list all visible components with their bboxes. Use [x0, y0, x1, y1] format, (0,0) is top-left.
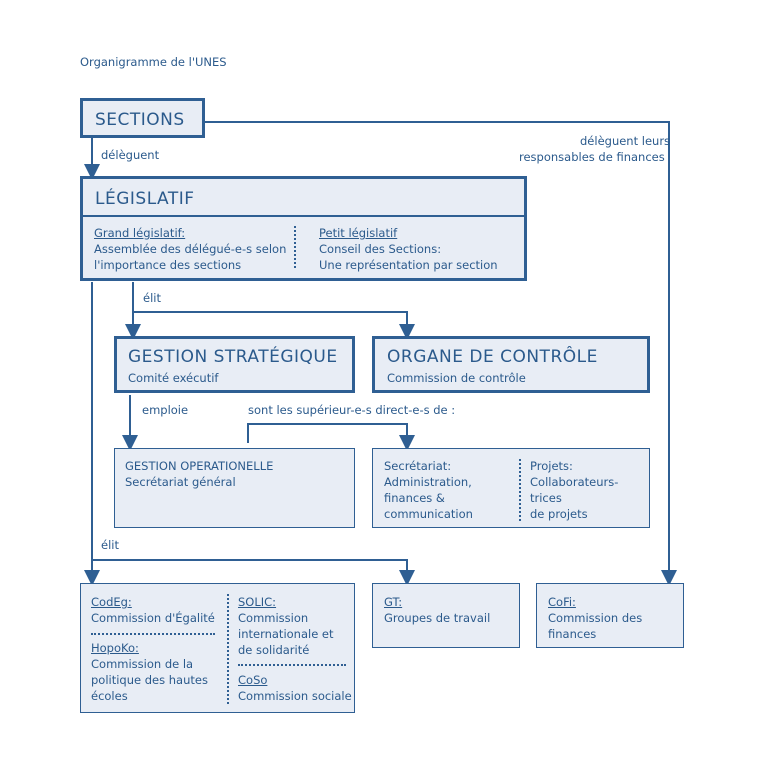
gestion-operationelle-box: GESTION OPERATIONELLE Secrétariat généra…	[114, 448, 355, 528]
organe-controle-title: ORGANE DE CONTRÔLE	[387, 347, 598, 367]
label-elit-1: élit	[143, 291, 161, 305]
organe-controle-box: ORGANE DE CONTRÔLE Commission de contrôl…	[372, 336, 650, 393]
secretariat-line2: finances &	[384, 491, 445, 505]
codeg-dotted-separator	[91, 633, 215, 635]
coso-title: CoSo	[238, 673, 268, 687]
hopoko-title: HopoKo:	[91, 641, 139, 655]
projets-title: Projets:	[530, 459, 573, 473]
solic-line1: Commission	[238, 611, 309, 625]
hopoko-line2: politique des hautes	[91, 673, 208, 687]
secretariat-line3: communication	[384, 507, 473, 521]
gt-line1: Groupes de travail	[384, 611, 491, 625]
cofi-line2: finances	[548, 627, 597, 641]
grand-legislatif-title: Grand législatif:	[94, 226, 186, 240]
gestion-operationelle-title: GESTION OPERATIONELLE	[125, 459, 274, 473]
organe-controle-subtitle: Commission de contrôle	[387, 371, 526, 385]
hopoko-line1: Commission de la	[91, 657, 194, 671]
gestion-strategique-box: GESTION STRATÉGIQUE Comité exécutif	[114, 336, 355, 393]
label-deleguent-finances-1: délèguent leurs	[580, 134, 671, 148]
gt-title: GT:	[384, 595, 403, 609]
secretariat-box: Secrétariat: Administration, finances & …	[372, 448, 650, 528]
label-deleguent-finances-2: responsables de finances	[519, 150, 665, 164]
gt-box: GT: Groupes de travail	[372, 583, 520, 648]
secretariat-dotted-separator	[519, 459, 521, 521]
gestion-strategique-title: GESTION STRATÉGIQUE	[128, 347, 338, 367]
hopoko-line3: écoles	[91, 689, 128, 703]
petit-legislatif-title: Petit législatif	[319, 226, 398, 240]
legislatif-divider	[83, 215, 524, 217]
legislatif-title: LÉGISLATIF	[95, 189, 195, 209]
grand-legislatif-line2: l'importance des sections	[94, 258, 242, 272]
grand-legislatif-line1: Assemblée des délégué-e-s selon	[94, 242, 287, 256]
cofi-line1: Commission des	[548, 611, 643, 625]
petit-legislatif-line1: Conseil des Sections:	[319, 242, 442, 256]
solic-line2: internationale et	[238, 627, 334, 641]
solic-title: SOLIC:	[238, 595, 277, 609]
commissions-dotted-separator	[227, 594, 229, 704]
secretariat-line1: Administration,	[384, 475, 472, 489]
sections-box: SECTIONS	[80, 98, 205, 138]
label-emploie: emploie	[142, 403, 189, 417]
codeg-title: CodEg:	[91, 595, 132, 609]
projets-line1: Collaborateurs-trices	[530, 475, 619, 505]
commissions-box: CodEg: Commission d'Égalité HopoKo: Comm…	[80, 583, 355, 713]
legislatif-box: LÉGISLATIF Grand législatif: Assemblée d…	[80, 176, 527, 281]
solic-dotted-separator	[238, 664, 346, 666]
projets-line2: de projets	[530, 507, 588, 521]
solic-line3: de solidarité	[238, 643, 310, 657]
petit-legislatif-line2: Une représentation par section	[319, 258, 498, 272]
label-elit-2: élit	[101, 538, 119, 552]
label-deleguent: délèguent	[101, 148, 160, 162]
label-superieurs: sont les supérieur-e-s direct-e-s de :	[248, 403, 456, 417]
cofi-title: CoFi:	[548, 595, 576, 609]
secretariat-title: Secrétariat:	[384, 459, 452, 473]
legislatif-dotted-separator	[294, 226, 296, 268]
cofi-box: CoFi: Commission des finances	[536, 583, 684, 648]
gestion-operationelle-subtitle: Secrétariat général	[125, 475, 236, 489]
page-title: Organigramme de l'UNES	[80, 55, 227, 69]
coso-line1: Commission sociale	[238, 689, 352, 703]
codeg-line1: Commission d'Égalité	[91, 611, 215, 625]
sections-title: SECTIONS	[95, 110, 185, 130]
gestion-strategique-subtitle: Comité exécutif	[128, 371, 219, 385]
